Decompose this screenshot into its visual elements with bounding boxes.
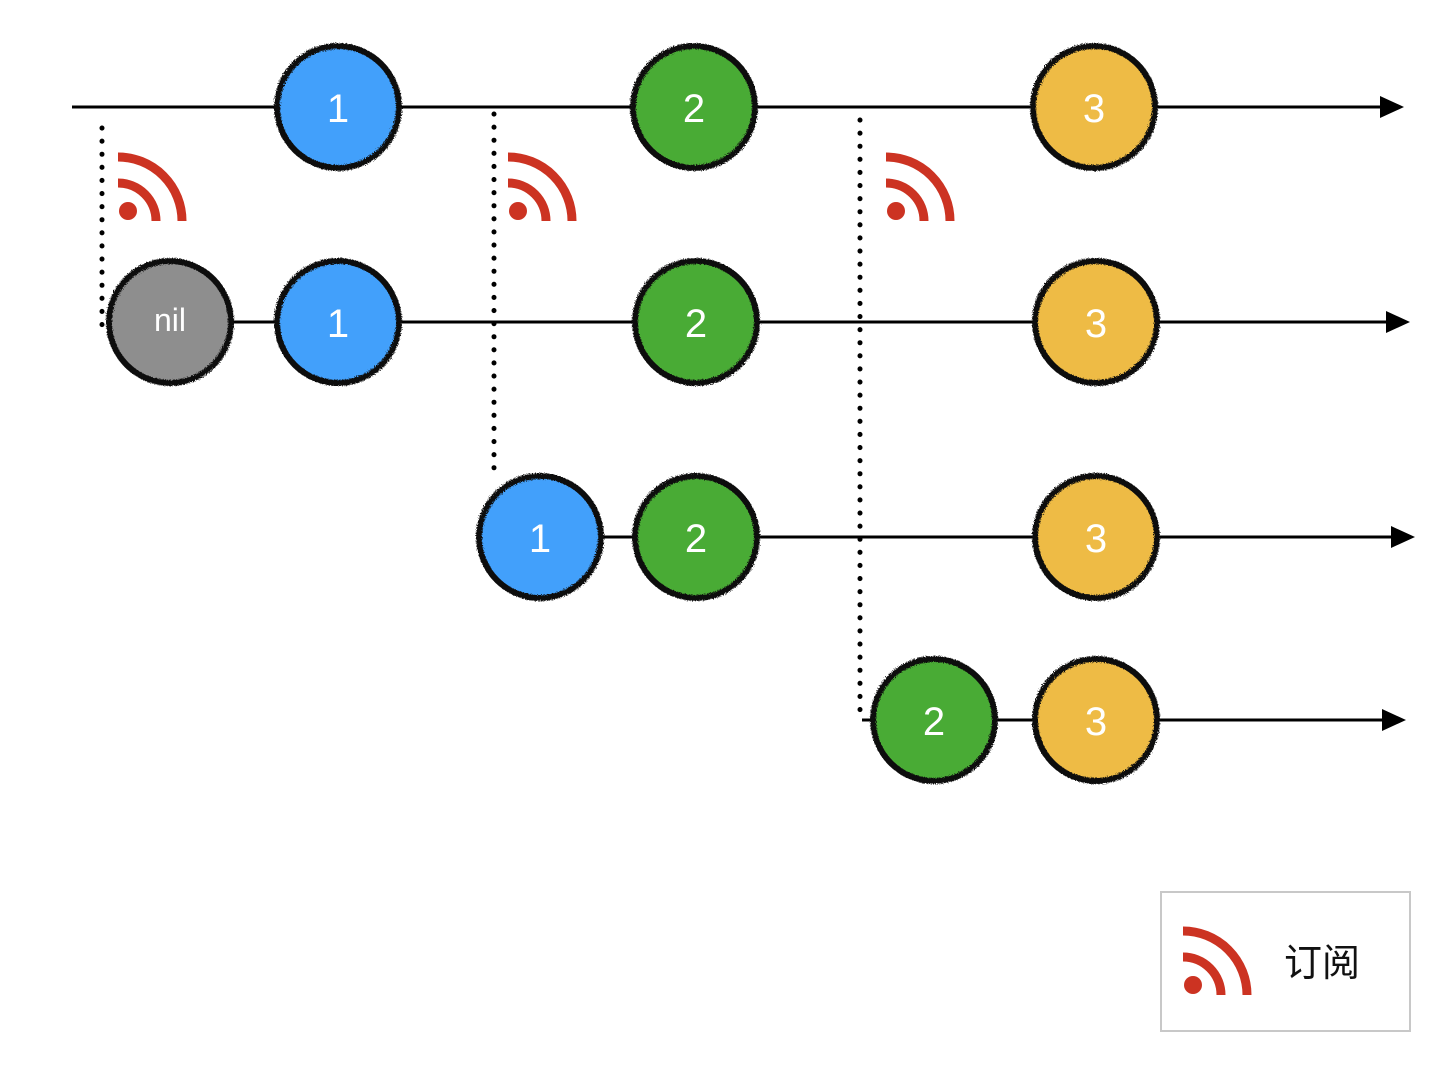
subscriber-3-marble-2-label: 2 — [923, 700, 945, 744]
subscriber-2-marble-1-label: 1 — [529, 517, 551, 561]
source-marble-2-label: 2 — [683, 87, 705, 131]
subscriber-1-marble-2: 2 — [632, 258, 760, 386]
timelines — [72, 96, 1415, 731]
subscriber-2-marble-2: 2 — [632, 473, 760, 601]
source-marble-2: 2 — [630, 43, 758, 171]
subscriber-3-marble-3: 3 — [1032, 656, 1160, 784]
source-timeline-arrow — [1380, 96, 1404, 118]
subscriber-1-marble-nil-label: nil — [154, 302, 186, 338]
subscriber-2-marble-2-label: 2 — [685, 517, 707, 561]
source-marble-3: 3 — [1030, 43, 1158, 171]
subscriber-1-timeline-arrow — [1386, 311, 1410, 333]
subscriber-1-marble-1-label: 1 — [327, 302, 349, 346]
subscriber-2-timeline-arrow — [1391, 526, 1415, 548]
rss-icon — [507, 152, 577, 222]
subscriber-1-marble-nil: nil — [106, 258, 234, 386]
legend-label: 订阅 — [1284, 941, 1360, 985]
source-marble-3-label: 3 — [1083, 87, 1105, 131]
rss-icon — [885, 152, 955, 222]
subscriber-1-marble-1: 1 — [274, 258, 402, 386]
subscriber-1-marble-3-label: 3 — [1085, 302, 1107, 346]
subscriber-1-marble-2-label: 2 — [685, 302, 707, 346]
subscriber-3-timeline-arrow — [1382, 709, 1406, 731]
rss-icon — [117, 152, 187, 222]
source-marble-1-label: 1 — [327, 87, 349, 131]
legend: 订阅 — [1160, 891, 1411, 1032]
subscription-connectors — [99, 111, 863, 715]
subscriber-2-marble-1: 1 — [476, 473, 604, 601]
subscriber-2-marble-3: 3 — [1032, 473, 1160, 601]
subscriber-2-marble-3-label: 3 — [1085, 517, 1107, 561]
subscriber-1-marble-3: 3 — [1032, 258, 1160, 386]
subscriber-3-marble-3-label: 3 — [1085, 700, 1107, 744]
subscriber-3-marble-2: 2 — [870, 656, 998, 784]
rss-icon — [1182, 926, 1252, 996]
subscriber-2-stream: 1 2 3 — [476, 473, 1160, 601]
subscriber-1-stream: nil 1 2 3 — [106, 258, 1160, 386]
subscriber-3-stream: 2 3 — [870, 656, 1160, 784]
source-marble-1: 1 — [274, 43, 402, 171]
source-stream: 1 2 3 — [274, 43, 1158, 171]
